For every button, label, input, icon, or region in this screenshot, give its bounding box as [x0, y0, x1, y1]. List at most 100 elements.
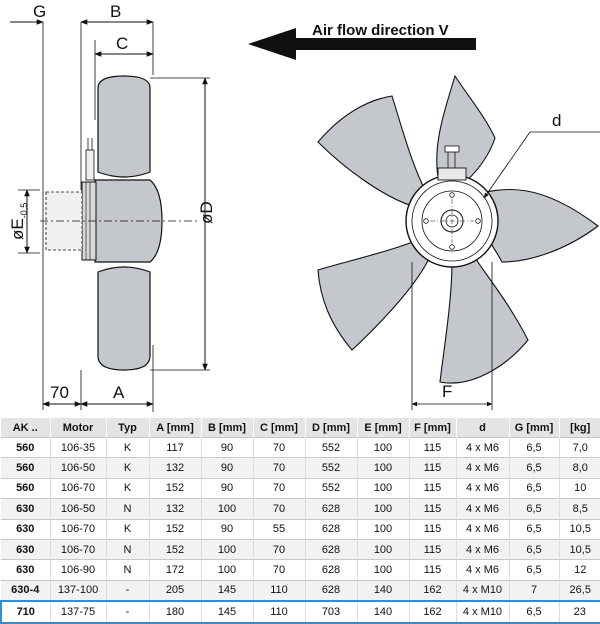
dim-g-label: G — [33, 2, 46, 21]
dim-a-label: A — [113, 383, 125, 402]
side-view — [10, 19, 210, 412]
table-cell: N — [105, 498, 149, 520]
table-cell: 100 — [200, 498, 253, 520]
table-cell: 137-100 — [49, 579, 106, 602]
table-cell: - — [105, 600, 149, 624]
table-cell: 106-90 — [49, 559, 106, 581]
table-cell: N — [105, 538, 149, 560]
table-cell: 106-70 — [49, 518, 106, 540]
blade-3 — [439, 249, 529, 384]
table-cell: 115 — [408, 477, 456, 499]
table-cell: 115 — [408, 538, 456, 560]
airflow-label: Air flow direction V — [312, 22, 449, 39]
dim-70-label: 70 — [50, 383, 69, 402]
table-cell: 115 — [408, 436, 456, 458]
table-cell: 100 — [356, 538, 409, 560]
table-cell: 110 — [252, 600, 305, 624]
table-cell: 152 — [148, 477, 201, 499]
dim-c-label: C — [116, 34, 128, 53]
table-cell: 106-50 — [49, 457, 106, 479]
table-cell: 132 — [148, 498, 201, 520]
column-header: d — [455, 418, 509, 438]
table-cell: 115 — [408, 559, 456, 581]
table-cell: 162 — [408, 579, 456, 602]
column-header: B [mm] — [200, 418, 253, 438]
table-cell: 4 x M6 — [455, 457, 509, 479]
column-header: E [mm] — [356, 418, 409, 438]
table-cell: 106-70 — [49, 477, 106, 499]
motor-hub-side — [94, 179, 163, 263]
table-cell: 6,5 — [508, 559, 559, 581]
table-cell: 106-35 — [49, 436, 106, 458]
table-cell: 205 — [148, 579, 201, 602]
table-cell: 100 — [356, 436, 409, 458]
table-cell: K — [105, 436, 149, 458]
column-header: Typ — [105, 418, 149, 438]
table-cell: 145 — [200, 579, 253, 602]
table-cell: 90 — [200, 457, 253, 479]
table-cell: 145 — [200, 600, 253, 624]
fan-dimension-drawing: G B C øD øE-0,5 70 A Air flow direction … — [8, 2, 600, 412]
table-cell: 115 — [408, 518, 456, 540]
table-cell: 6,5 — [508, 457, 559, 479]
table-cell: 6,5 — [508, 477, 559, 499]
table-cell: 8,0 — [558, 457, 600, 479]
table-cell: 10 — [558, 477, 600, 499]
table-cell: 6,5 — [508, 538, 559, 560]
table-cell: 552 — [304, 436, 357, 458]
table-cell: 70 — [252, 498, 305, 520]
table-cell: 7,0 — [558, 436, 600, 458]
table-cell: 180 — [148, 600, 201, 624]
table-cell: 132 — [148, 457, 201, 479]
table-cell: - — [105, 579, 149, 602]
table-cell: 703 — [304, 600, 357, 624]
table-cell: 115 — [408, 457, 456, 479]
table-cell: K — [105, 457, 149, 479]
table-cell: 110 — [252, 579, 305, 602]
front-view — [317, 74, 599, 384]
table-cell: 10,5 — [558, 518, 600, 540]
table-cell: 560 — [1, 477, 50, 499]
table-cell: 630 — [1, 538, 50, 560]
table-cell: 7 — [508, 579, 559, 602]
table-cell: 630-4 — [1, 579, 50, 602]
upper-blade-side — [97, 75, 151, 178]
dim-d-small-label: d — [552, 111, 561, 130]
table-cell: 560 — [1, 436, 50, 458]
table-cell: 10,5 — [558, 538, 600, 560]
table-cell: 4 x M6 — [455, 436, 509, 458]
table-cell: 90 — [200, 436, 253, 458]
table-cell: 106-70 — [49, 538, 106, 560]
table-cell: 70 — [252, 436, 305, 458]
table-cell: 100 — [356, 559, 409, 581]
table-cell: N — [105, 559, 149, 581]
table-cell: 4 x M10 — [455, 600, 509, 624]
table-cell: 628 — [304, 559, 357, 581]
table-cell: 552 — [304, 477, 357, 499]
table-cell: 630 — [1, 518, 50, 540]
table-cell: 100 — [356, 518, 409, 540]
column-header: C [mm] — [252, 418, 305, 438]
table-cell: 106-50 — [49, 498, 106, 520]
table-cell: 628 — [304, 498, 357, 520]
table-cell: 115 — [408, 498, 456, 520]
table-cell: 4 x M6 — [455, 477, 509, 499]
column-header: Motor — [49, 418, 106, 438]
table-cell: 12 — [558, 559, 600, 581]
table-cell: 100 — [356, 477, 409, 499]
table-cell: 4 x M6 — [455, 498, 509, 520]
table-cell: 70 — [252, 559, 305, 581]
side-view-labels: G B C øD øE-0,5 70 A — [8, 2, 216, 402]
table-cell: 162 — [408, 600, 456, 624]
table-cell: 8,5 — [558, 498, 600, 520]
table-cell: 137-75 — [49, 600, 106, 624]
table-cell: 560 — [1, 457, 50, 479]
